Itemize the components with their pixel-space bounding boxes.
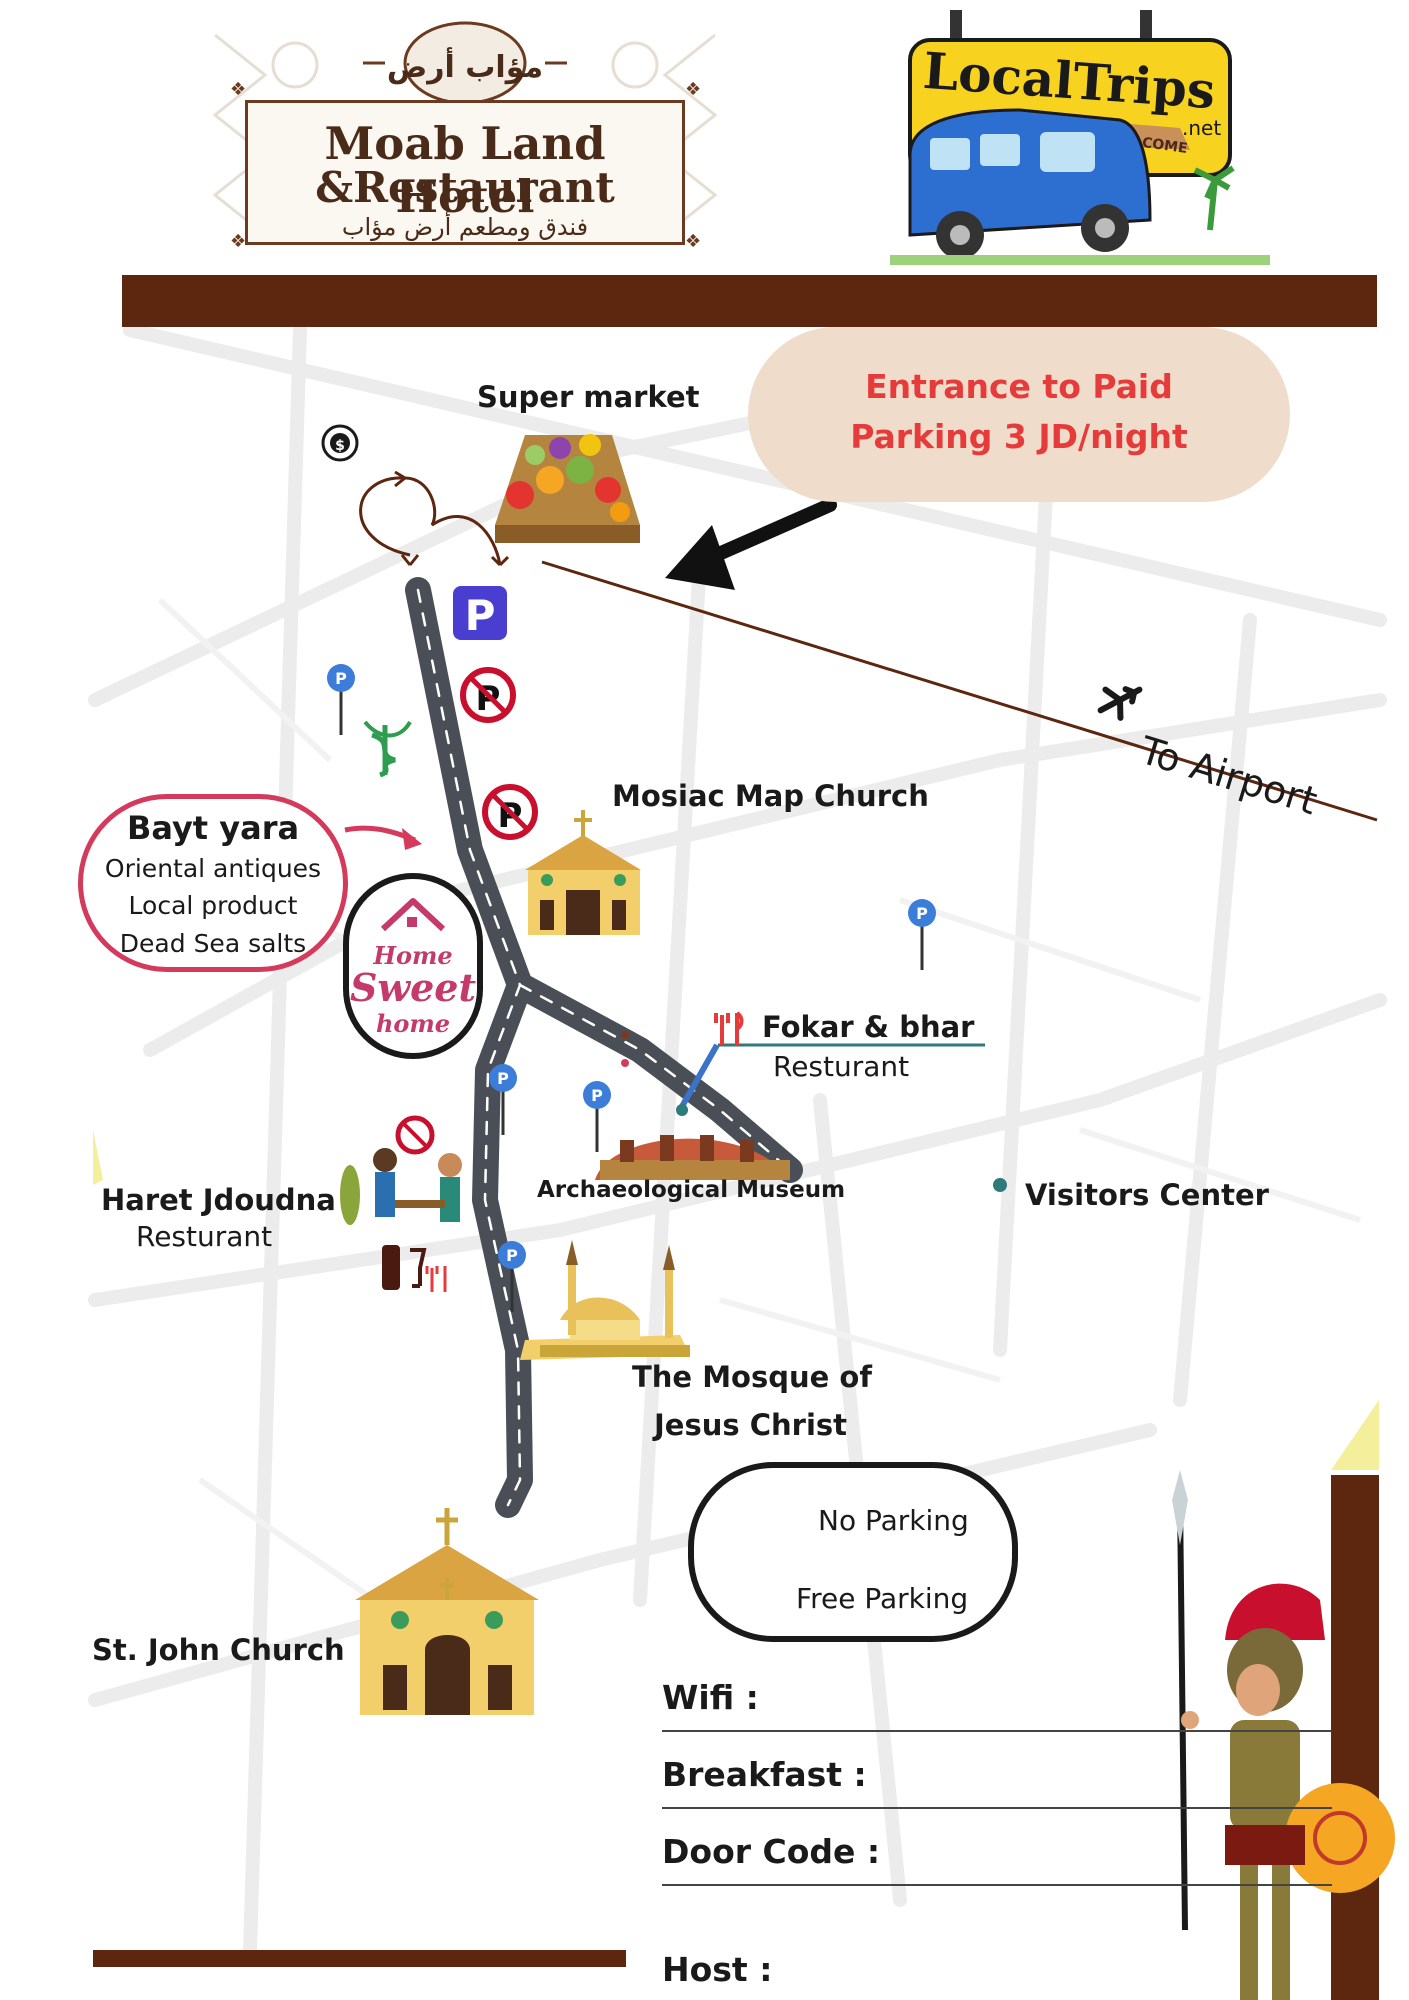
- bayt-yara-callout: Bayt yara Oriental antiques Local produc…: [78, 794, 348, 972]
- fokar-restaurant-type: Resturant: [773, 1050, 910, 1083]
- paid-parking-icon: P: [453, 586, 507, 640]
- bayt-yara-line: Oriental antiques: [104, 854, 322, 883]
- home-sweet-home-line1: Home: [373, 941, 453, 970]
- legend-free-parking-label: Free Parking: [796, 1582, 969, 1615]
- parking-pin-icon: P: [583, 1081, 611, 1152]
- hotel-name-restaurant: &Restaurant: [315, 163, 615, 212]
- hotel-logo-arabic: مؤاب أرض: [387, 47, 543, 85]
- localtrips-logo: LocalTrips .net WELCOME: [890, 10, 1270, 265]
- no-parking-icon: P: [482, 784, 538, 840]
- warrior-illustration: [1172, 1470, 1395, 2000]
- hotel-logo: مؤاب أرض ❖ ❖ ❖ ❖ Moab Land Hotel &Restau…: [205, 15, 725, 260]
- airplane-icon: [1097, 686, 1143, 721]
- mosaic-church-icon: [525, 810, 641, 935]
- hotel-name-arabic: فندق ومطعم أرض مؤاب: [341, 213, 589, 241]
- bayt-yara-line: Dead Sea salts: [119, 929, 307, 958]
- brown-band-bottom: [93, 1950, 626, 1967]
- host-label: Host :: [662, 1950, 773, 1989]
- svg-text:P: P: [916, 904, 928, 923]
- museum-icon: [595, 1135, 790, 1180]
- svg-text:❖: ❖: [230, 231, 246, 252]
- breakfast-line[interactable]: [662, 1807, 1332, 1809]
- street-grid: [88, 323, 1387, 1957]
- haret-restaurant-icon: [340, 1115, 462, 1292]
- left-edge-cap: [93, 1130, 103, 1185]
- fokar-connector: [677, 1043, 720, 1112]
- svg-text:❖: ❖: [230, 79, 246, 100]
- paid-parking-callout-line1: Entrance to Paid: [865, 367, 1173, 406]
- svg-text:P: P: [506, 1246, 518, 1265]
- svg-text:P: P: [591, 1086, 603, 1105]
- haret-restaurant-name: Haret Jdoudna: [101, 1183, 336, 1217]
- museum-dot: [621, 1059, 629, 1067]
- paid-parking-callout-line2: Parking 3 JD/night: [850, 417, 1188, 456]
- svg-text:P: P: [465, 591, 496, 640]
- visitors-center-dot: [993, 1178, 1007, 1192]
- brown-pillar: [1331, 1475, 1379, 2000]
- breakfast-label: Breakfast :: [662, 1755, 867, 1794]
- paid-parking-callout: Entrance to Paid Parking 3 JD/night: [748, 327, 1290, 502]
- svg-text:P: P: [497, 1069, 509, 1088]
- legend-no-parking-label: No Parking: [818, 1504, 969, 1537]
- visitors-center-label: Visitors Center: [1025, 1178, 1269, 1212]
- home-sweet-home-badge: Home Sweet home: [343, 873, 483, 1059]
- haret-restaurant-type: Resturant: [136, 1220, 273, 1253]
- st-john-church-label: St. John Church: [92, 1633, 345, 1667]
- museum-dot: [621, 1031, 629, 1039]
- parking-pin-icon: P: [489, 1064, 517, 1135]
- entrance-arrow-icon: [665, 498, 837, 590]
- wifi-label: Wifi :: [662, 1678, 759, 1717]
- svg-text:❖: ❖: [685, 79, 701, 100]
- localtrips-art: LocalTrips .net WELCOME: [890, 10, 1270, 265]
- parking-pin-icon: P: [327, 664, 355, 735]
- parking-legend: No Parking Free Parking: [688, 1462, 1018, 1642]
- door-code-label: Door Code :: [662, 1832, 881, 1871]
- localtrips-suffix: .net: [1182, 116, 1221, 140]
- svg-text:$: $: [335, 438, 345, 454]
- money-exchange-icon: $: [321, 424, 359, 462]
- main-road: [405, 577, 803, 1518]
- roundabout: [359, 470, 510, 567]
- mosque-icon: [520, 1240, 690, 1360]
- mosaic-church-label: Mosiac Map Church: [612, 779, 929, 813]
- wifi-line[interactable]: [662, 1730, 1332, 1732]
- airport-road: [541, 560, 1378, 822]
- svg-text:P: P: [335, 669, 347, 688]
- no-parking-icon: P: [460, 667, 516, 723]
- supermarket-label: Super market: [477, 380, 700, 414]
- home-sweet-home-line3: home: [375, 1009, 451, 1038]
- fokar-restaurant-name: Fokar & bhar: [762, 1010, 975, 1044]
- supermarket-icon: [495, 434, 640, 543]
- pillar-cap: [1331, 1400, 1379, 1470]
- bayt-yara-title: Bayt yara: [126, 809, 300, 847]
- bayt-yara-line: Local product: [128, 891, 298, 920]
- svg-text:❖: ❖: [685, 231, 701, 252]
- home-sweet-home-line2: Sweet: [349, 965, 477, 1010]
- hotel-name: Moab Land Hotel: [324, 117, 606, 223]
- museum-label: Archaeological Museum: [537, 1177, 846, 1203]
- pharmacy-icon: [363, 720, 412, 778]
- hotel-name-frame: Moab Land Hotel &Restaurant فندق ومطعم أ…: [245, 100, 685, 245]
- parking-pin-icon: P: [498, 1241, 526, 1312]
- parking-pin-icon: P: [908, 899, 936, 970]
- brown-band-top: [122, 275, 1377, 327]
- st-john-church-icon: [355, 1508, 539, 1715]
- mosque-label-line1: The Mosque of: [632, 1360, 872, 1394]
- logo-pattern: مؤاب أرض ❖ ❖ ❖ ❖: [212, 21, 718, 252]
- fork-knife-icon: [714, 1011, 744, 1045]
- door-code-line[interactable]: [662, 1884, 1332, 1886]
- mosque-label-line2: Jesus Christ: [654, 1408, 848, 1442]
- fokar-dot: [676, 1104, 688, 1116]
- bayt-yara-arrow-icon: [344, 825, 422, 850]
- house-icon: [380, 898, 446, 932]
